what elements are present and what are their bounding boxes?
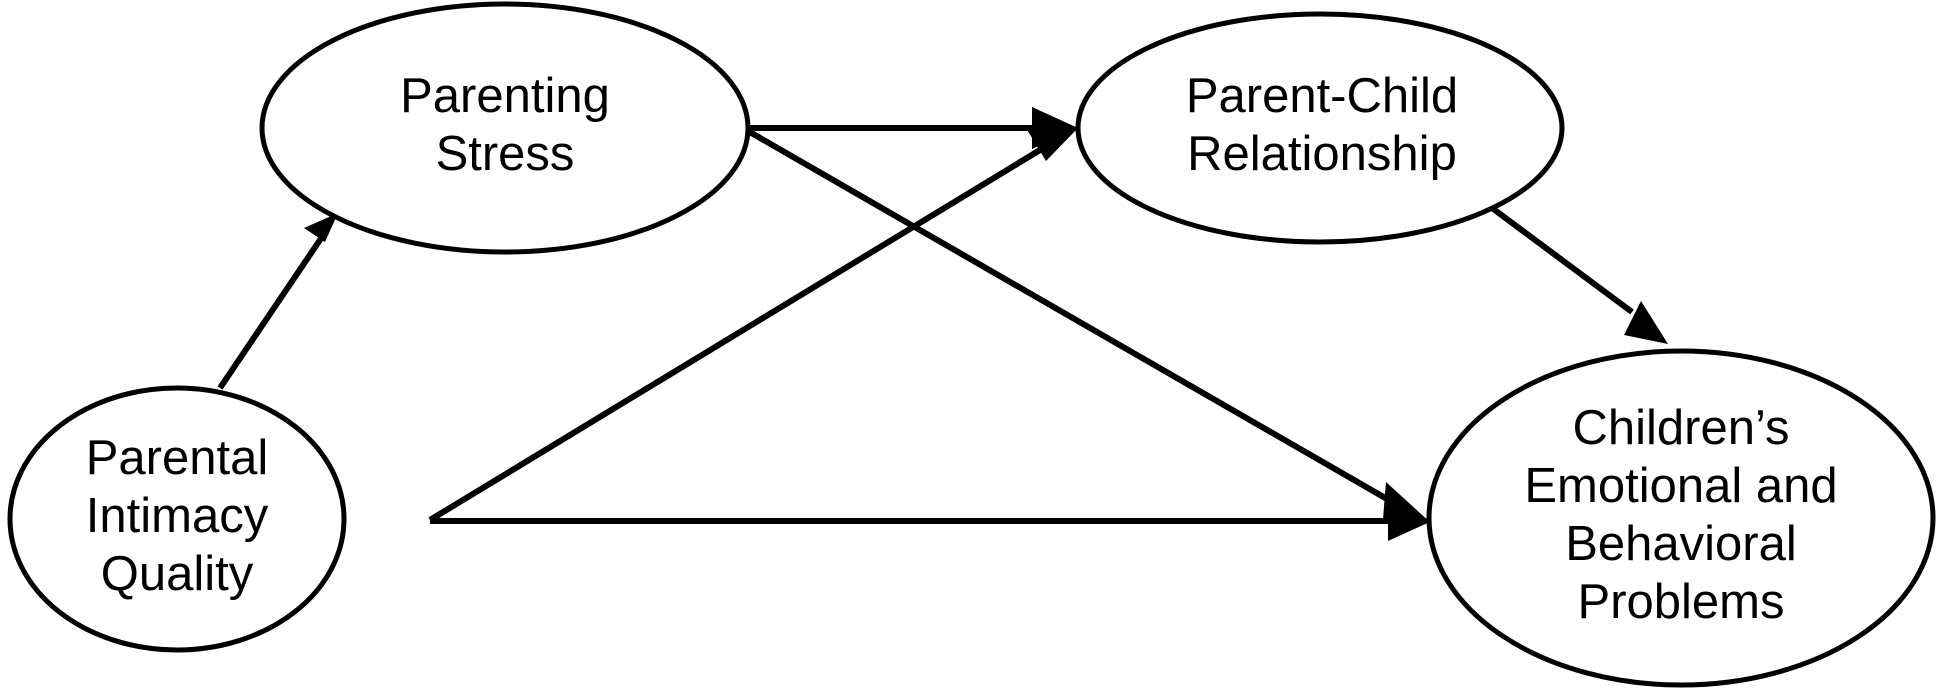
node-childrens-problems-label-line4: Problems <box>1578 575 1785 629</box>
node-parent-child-relationship-label-line2: Relationship <box>1187 127 1457 181</box>
edge-intimacy-to-stress-line <box>217 229 329 390</box>
edge-relationship-to-problems-arrowhead <box>1624 301 1668 344</box>
node-parenting-stress-label-line1: Parenting <box>400 69 610 123</box>
node-parenting-stress-label-line2: Stress <box>436 127 575 181</box>
node-parenting-stress[interactable]: Parenting Stress <box>259 1 751 255</box>
node-childrens-problems-label-line2: Emotional and <box>1524 459 1837 513</box>
edge-stress-to-problems-line <box>746 128 1396 506</box>
edge-intimacy-to-relationship-line <box>428 147 1042 523</box>
node-childrens-emotional-and-behavioral-problems[interactable]: Children’s Emotional and Behavioral Prob… <box>1426 348 1936 688</box>
node-parent-child-relationship-label-line1: Parent-Child <box>1186 69 1458 123</box>
edge-intimacy-to-relationship[interactable] <box>428 128 1078 523</box>
node-parent-child-relationship[interactable]: Parent-Child Relationship <box>1075 11 1565 245</box>
edge-intimacy-to-problems[interactable] <box>430 501 1432 541</box>
node-parenting-stress-ellipse <box>259 1 751 255</box>
node-parental-intimacy-quality[interactable]: Parental Intimacy Quality <box>7 385 347 653</box>
edge-intimacy-to-stress[interactable] <box>217 213 338 390</box>
edge-intimacy-to-relationship-arrowhead <box>1026 128 1078 161</box>
edges-layer <box>217 107 1668 541</box>
node-childrens-problems-label-line3: Behavioral <box>1565 517 1797 571</box>
node-childrens-problems-ellipse <box>1426 348 1936 688</box>
node-parental-intimacy-quality-label-line2: Intimacy <box>86 489 269 543</box>
node-parent-child-relationship-ellipse <box>1075 11 1565 245</box>
edge-relationship-to-problems[interactable] <box>1490 205 1668 344</box>
edge-intimacy-to-problems-arrowhead <box>1388 501 1432 541</box>
node-childrens-problems-label-line1: Children’s <box>1573 401 1790 455</box>
node-parental-intimacy-quality-label-line1: Parental <box>86 431 269 485</box>
edge-intimacy-to-stress-arrowhead <box>304 213 338 242</box>
edge-relationship-to-problems-line <box>1490 205 1634 315</box>
nodes-layer: Parenting Stress Parent-Child Relationsh… <box>7 1 1936 688</box>
node-parental-intimacy-quality-label-line3: Quality <box>101 547 254 601</box>
node-parental-intimacy-quality-ellipse <box>7 385 347 653</box>
